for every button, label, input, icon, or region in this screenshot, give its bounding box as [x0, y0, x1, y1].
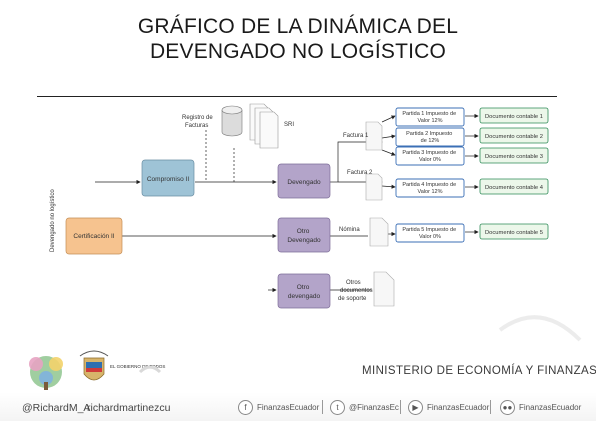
footer-divider: [322, 400, 323, 414]
otro-devengado-label: Otro Devengado: [287, 228, 321, 244]
svg-text:Documento contable 2: Documento contable 2: [485, 134, 543, 140]
certificacion-label: Certificación II: [73, 233, 114, 240]
partida-box-5: Partida 5 Impuesto de Valor 0%: [395, 223, 465, 243]
facebook-icon: f: [238, 400, 253, 415]
web-handle[interactable]: richardmartinezcu: [87, 402, 171, 414]
svg-text:Partida 2 Impuesto de 12: Partida 2 Impuesto de 12%: [406, 131, 454, 144]
arrow-partida2: [381, 134, 396, 139]
otro-devengado-2-label: Otro devengado: [288, 284, 321, 300]
svg-text:Partida 5 Impuesto de Va: Partida 5 Impuesto de Valor 0%: [402, 227, 457, 240]
svg-text:Partida 3 Impuesto de Va: Partida 3 Impuesto de Valor 0%: [402, 150, 457, 163]
twitter-link[interactable]: t @FinanzasEc: [330, 400, 399, 415]
asiento-box-5: Documento contable 5: [479, 223, 549, 240]
footer-band: [0, 392, 596, 421]
ministry-name: MINISTERIO DE ECONOMÍA Y FINANZAS: [362, 365, 596, 377]
nomina-document-icon: [369, 217, 389, 247]
page-title: GRÁFICO DE LA DINÁMICA DEL DEVENGADO NO …: [0, 14, 596, 64]
flickr-icon: ●●: [500, 400, 515, 415]
ecuador-seal-logo: [79, 350, 109, 381]
youtube-icon: ▶: [408, 400, 423, 415]
youtube-label: FinanzasEcuador: [427, 403, 490, 412]
asiento-box-4: Documento contable 4: [479, 178, 549, 195]
facebook-label: FinanzasEcuador: [257, 403, 320, 412]
otro-devengado-box: Otro Devengado: [277, 217, 331, 253]
svg-text:Documento contable 4: Documento contable 4: [485, 185, 544, 191]
factura2-label: Factura 2: [347, 170, 373, 176]
sri-label: SRI: [284, 122, 294, 128]
title-divider: [37, 96, 557, 97]
lane-label: Devengado no logístico: [50, 189, 56, 252]
factura1-label: Factura 1: [343, 133, 369, 139]
svg-text:Partida 1 Impuesto de Va: Partida 1 Impuesto de Valor 12%: [402, 111, 457, 124]
svg-text:Documento contable 5: Documento contable 5: [485, 230, 543, 236]
asiento-box-1: Documento contable 1: [479, 107, 549, 124]
svg-text:Documento contable 3: Documento contable 3: [485, 154, 543, 160]
arrow-partida3: [381, 149, 396, 156]
partida-box-4: Partida 4 Impuesto de Valor 12%: [395, 178, 465, 198]
svg-text:Documento contable 1: Documento contable 1: [485, 114, 543, 120]
arrow-partida4: [381, 184, 396, 189]
factura1-document-icon: [365, 121, 383, 151]
youtube-link[interactable]: ▶ FinanzasEcuador: [408, 400, 489, 415]
svg-text:Partida 4 Impuesto de Va: Partida 4 Impuesto de Valor 12%: [402, 182, 457, 195]
otro-devengado-2-box: Otro devengado: [277, 273, 331, 309]
asiento-box-2: Documento contable 2: [479, 127, 549, 144]
registro-label: Registro de Facturas: [182, 115, 214, 129]
partida-box-1: Partida 1 Impuesto de Valor 12%: [395, 107, 465, 127]
arrow-partida1: [381, 115, 396, 123]
asiento-box-3: Documento contable 3: [479, 147, 549, 164]
seal-text: EL GOBIERNO DE TODOS: [110, 364, 165, 369]
twitter-handle[interactable]: @RichardM_A: [22, 402, 91, 414]
database-icon: [221, 105, 243, 137]
facebook-link[interactable]: f FinanzasEcuador: [238, 400, 319, 415]
certificacion-box: Certificación II: [65, 217, 123, 255]
otros-documentos-label: Otros documentos de soporte: [338, 280, 374, 302]
compromiso-label: Compromiso II: [147, 176, 189, 183]
footer-divider: [490, 400, 491, 414]
flickr-link[interactable]: ●● FinanzasEcuador: [500, 400, 581, 415]
twitter-label: @FinanzasEc: [349, 403, 399, 412]
flickr-label: FinanzasEcuador: [519, 403, 582, 412]
sri-document-stack-icon: [249, 103, 279, 149]
title-line-2: DEVENGADO NO LOGÍSTICO: [149, 40, 447, 63]
footer-divider: [400, 400, 401, 414]
nomina-label: Nómina: [339, 227, 360, 233]
otros-documentos-icon: [373, 271, 395, 307]
factura2-document-icon: [365, 173, 383, 201]
decorative-swirl: [138, 365, 162, 374]
decorative-leaf: [498, 315, 582, 342]
devengado-label: Devengado: [287, 179, 321, 186]
twitter-icon: t: [330, 400, 345, 415]
partida-box-3: Partida 3 Impuesto de Valor 0%: [395, 146, 465, 166]
partida-box-2: Partida 2 Impuesto de 12%: [395, 127, 465, 147]
title-line-1: GRÁFICO DE LA DINÁMICA DEL: [137, 15, 459, 38]
devengado-box: Devengado: [277, 163, 331, 199]
tree-logo: [29, 356, 63, 390]
compromiso-box: Compromiso II: [141, 159, 195, 197]
